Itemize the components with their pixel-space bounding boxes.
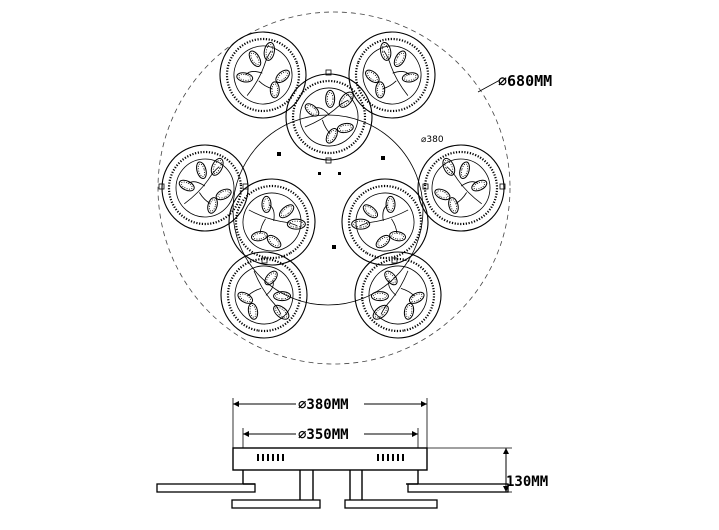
outer-envelope-circle — [157, 11, 511, 365]
inner-diameter-label: ⌀380 — [421, 135, 444, 145]
side-view: ⌀380MM ⌀350MM 130MM — [156, 394, 548, 509]
top-view: ⌀680MM ⌀380 — [157, 11, 552, 365]
side-shades — [156, 483, 509, 509]
shade-clips — [158, 69, 506, 264]
base-inner-width-label: ⌀350MM — [298, 427, 349, 443]
plate-fixing-points — [277, 152, 385, 249]
dimension-height: 130MM — [427, 447, 548, 493]
dimension-380: ⌀380MM — [232, 394, 428, 448]
base-width-label: ⌀380MM — [298, 397, 349, 413]
vent-slots-left — [257, 454, 284, 461]
height-label: 130MM — [506, 474, 548, 490]
dimension-350: ⌀350MM — [242, 424, 419, 448]
outer-diameter-label: ⌀680MM — [498, 72, 552, 90]
shade-bottom-right — [347, 244, 449, 346]
side-arms — [242, 470, 419, 500]
shade-bottom-left — [213, 244, 315, 346]
inner-plate-circle — [232, 114, 424, 306]
vent-slots-right — [377, 454, 404, 461]
shade-mid-left — [157, 140, 253, 236]
outer-diameter-leader — [477, 79, 501, 93]
shade-top-right — [335, 18, 449, 132]
canopy-body — [232, 447, 428, 471]
shade-top-left — [206, 18, 320, 132]
